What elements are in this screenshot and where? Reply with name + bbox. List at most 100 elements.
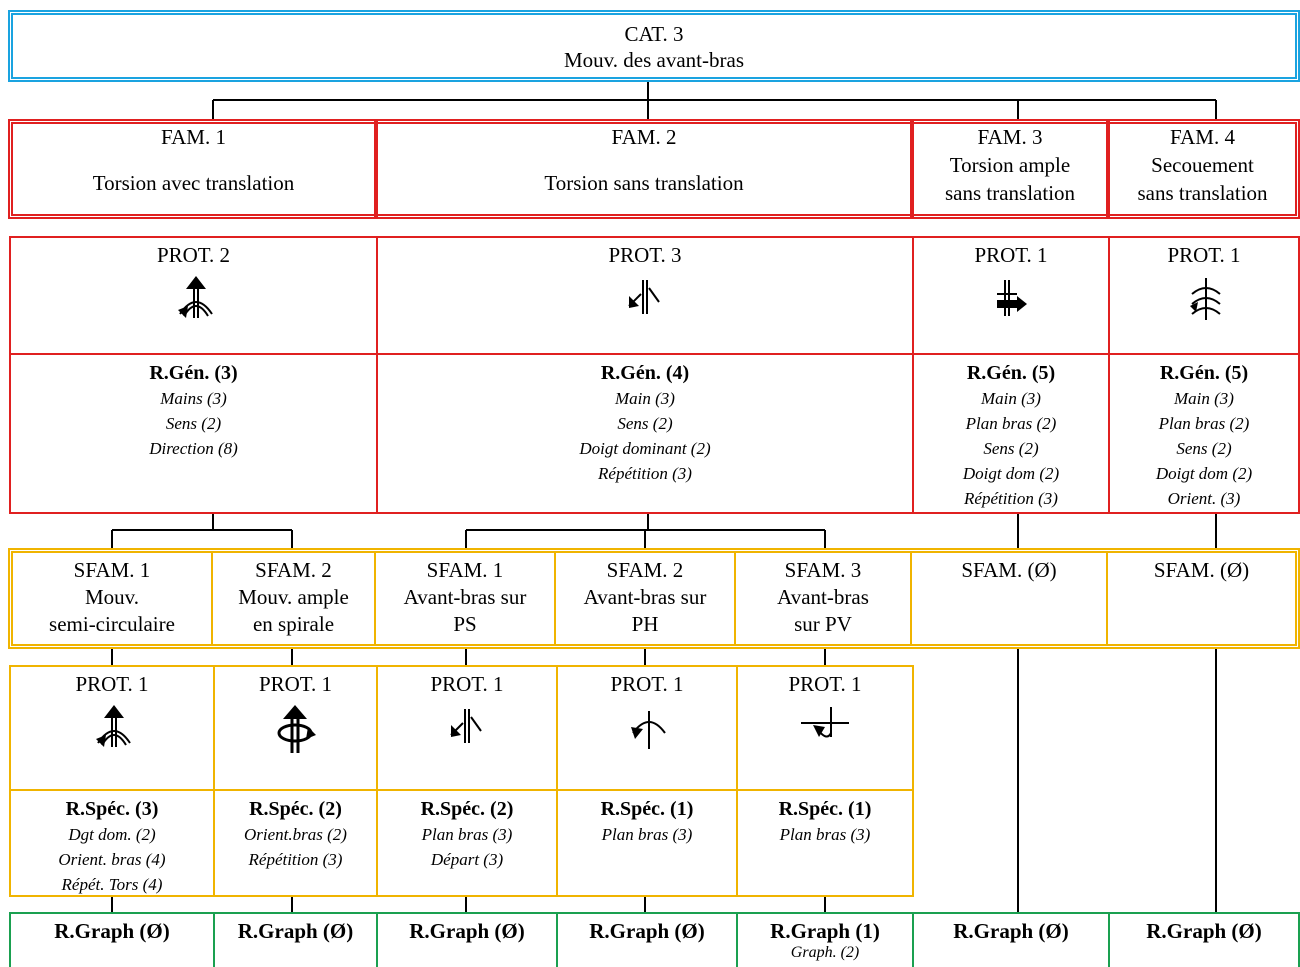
subfamily-name: Avant-bras sur — [403, 585, 527, 609]
graph-title: R.Graph (Ø) — [409, 919, 525, 943]
subfamily-3: SFAM. 1 Avant-bras sur PS — [376, 553, 556, 644]
subfamily-1-prot: PROT. 1 — [9, 665, 215, 791]
family-3-rgen: R.Gén. (5) Main (3) Plan bras (2) Sens (… — [912, 353, 1110, 514]
torsion-no-translation-icon — [628, 280, 660, 314]
subfamily-name-2: sur PV — [794, 612, 852, 636]
spiral-icon — [277, 705, 316, 753]
subfamily-name-2: en spirale — [252, 612, 335, 636]
subfamily-number: SFAM. 2 — [255, 558, 332, 582]
rgen-item: Sens (2) — [1176, 439, 1232, 458]
rspec-item: Plan bras (3) — [601, 825, 693, 844]
rgen-title: R.Gén. (5) — [966, 362, 1056, 384]
rgen-item: Doigt dom (2) — [1155, 464, 1253, 483]
family-number: FAM. 4 — [1170, 125, 1235, 149]
graph-cell-3: R.Graph (Ø) — [376, 912, 558, 967]
graph-title: R.Graph (Ø) — [54, 919, 170, 943]
rspec-item: Dgt dom. (2) — [68, 825, 156, 844]
rspec-title: R.Spéc. (2) — [249, 798, 342, 820]
subfamily-6: SFAM. (Ø) — [912, 553, 1108, 644]
rspec-item: Répétition (3) — [248, 850, 343, 869]
family-4: FAM. 4 Secouement sans translation — [1108, 119, 1295, 219]
rspec-title: R.Spéc. (1) — [778, 798, 872, 820]
subfamily-1: SFAM. 1 Mouv. semi-circulaire — [13, 553, 213, 644]
subfamily-4-prot: PROT. 1 — [556, 665, 738, 791]
subfamily-2-prot: PROT. 1 — [213, 665, 378, 791]
family-name-2: sans translation — [944, 181, 1076, 205]
family-name-2: sans translation — [1137, 181, 1268, 205]
forearm-pv-icon — [801, 707, 849, 738]
graph-cell-5: R.Graph (1) Graph. (2) — [736, 912, 914, 967]
family-row — [8, 119, 1300, 219]
subfamily-4: SFAM. 2 Avant-bras sur PH — [556, 553, 736, 644]
family-1-prot: PROT. 2 — [9, 236, 378, 355]
category-box: CAT. 3 Mouv. des avant-bras — [8, 10, 1300, 82]
subfamily-5-rspec: R.Spéc. (1) Plan bras (3) — [736, 789, 914, 897]
family-4-prot: PROT. 1 — [1108, 236, 1300, 355]
rgen-item: Main (3) — [1174, 389, 1234, 408]
subfamily-name: Avant-bras — [777, 585, 869, 609]
graph-cell-4: R.Graph (Ø) — [556, 912, 738, 967]
subfamily-name-2: PH — [631, 612, 659, 636]
family-2-rgen: R.Gén. (4) Main (3) Sens (2) Doigt domin… — [376, 353, 914, 514]
prot-label: PROT. 1 — [610, 672, 684, 696]
prot-label: PROT. 1 — [75, 672, 149, 696]
shake-icon — [1190, 278, 1221, 320]
subfamily-row — [8, 548, 1300, 649]
prot-label: PROT. 1 — [430, 672, 504, 696]
ample-torsion-icon — [997, 280, 1027, 316]
prot-label: PROT. 1 — [258, 672, 333, 696]
subfamily-name-2: PS — [453, 612, 477, 636]
forearm-ph-icon — [631, 711, 666, 749]
family-number: FAM. 3 — [977, 125, 1043, 149]
rgen-title: R.Gén. (4) — [600, 362, 690, 384]
subfamily-4-rspec: R.Spéc. (1) Plan bras (3) — [556, 789, 738, 897]
subfamily-number: SFAM. 1 — [426, 558, 504, 582]
rgen-item: Sens (2) — [165, 414, 222, 433]
graph-title: R.Graph (1) — [770, 919, 880, 943]
subfamily-7: SFAM. (Ø) — [1108, 553, 1295, 644]
subfamily-1-rspec: R.Spéc. (3) Dgt dom. (2) Orient. bras (4… — [9, 789, 215, 897]
rgen-title: R.Gén. (5) — [1159, 362, 1249, 384]
subfamily-name: Mouv. — [84, 585, 140, 609]
rspec-item: Plan bras (3) — [779, 825, 871, 844]
category-subtitle: Mouv. des avant-bras — [563, 48, 744, 72]
family-2: FAM. 2 Torsion sans translation — [376, 119, 912, 219]
family-number: FAM. 1 — [161, 125, 226, 149]
family-1-rgen: R.Gén. (3) Mains (3) Sens (2) Direction … — [9, 353, 378, 514]
torsion-translation-icon — [177, 276, 213, 318]
forearm-ps-icon — [450, 709, 482, 743]
subfamily-3-rspec: R.Spéc. (2) Plan bras (3) Départ (3) — [376, 789, 558, 897]
subfamily-2-rspec: R.Spéc. (2) Orient.bras (2) Répétition (… — [213, 789, 378, 897]
graph-cell-6: R.Graph (Ø) — [912, 912, 1110, 967]
family-3-prot: PROT. 1 — [912, 236, 1110, 355]
family-number: FAM. 2 — [611, 125, 677, 149]
subfamily-number: SFAM. 3 — [784, 558, 862, 582]
graph-title: R.Graph (Ø) — [953, 919, 1069, 943]
family-name: Torsion avec translation — [92, 171, 295, 195]
graph-title: R.Graph (Ø) — [589, 919, 705, 943]
family-name: Torsion ample — [949, 153, 1071, 177]
rgen-item: Répétition (3) — [964, 489, 1058, 508]
rspec-item: Plan bras (3) — [421, 825, 513, 844]
graph-cell-7: R.Graph (Ø) — [1108, 912, 1300, 967]
subfamily-5-prot: PROT. 1 — [736, 665, 914, 791]
family-3: FAM. 3 Torsion ample sans translation — [912, 119, 1108, 219]
prot-label: PROT. 1 — [1167, 243, 1241, 267]
rgen-item: Répétition (3) — [598, 464, 692, 483]
subfamily-name: Mouv. ample — [238, 585, 349, 609]
graph-note: Graph. (2) — [790, 944, 860, 961]
subfamily-number: SFAM. (Ø) — [1153, 558, 1250, 582]
rgen-item: Plan bras (2) — [1158, 414, 1250, 433]
rspec-title: R.Spéc. (3) — [65, 798, 159, 820]
semi-circular-icon — [96, 705, 131, 747]
subfamily-number: SFAM. 2 — [606, 558, 684, 582]
rgen-item: Orient. (3) — [1167, 489, 1241, 508]
family-4-rgen: R.Gén. (5) Main (3) Plan bras (2) Sens (… — [1108, 353, 1300, 514]
rspec-item: Départ (3) — [430, 850, 504, 869]
subfamily-2: SFAM. 2 Mouv. ample en spirale — [213, 553, 376, 644]
prot-label: PROT. 3 — [608, 243, 682, 267]
rgen-title: R.Gén. (3) — [149, 362, 238, 384]
rgen-item: Main (3) — [615, 389, 675, 408]
rgen-item: Doigt dom (2) — [962, 464, 1060, 483]
